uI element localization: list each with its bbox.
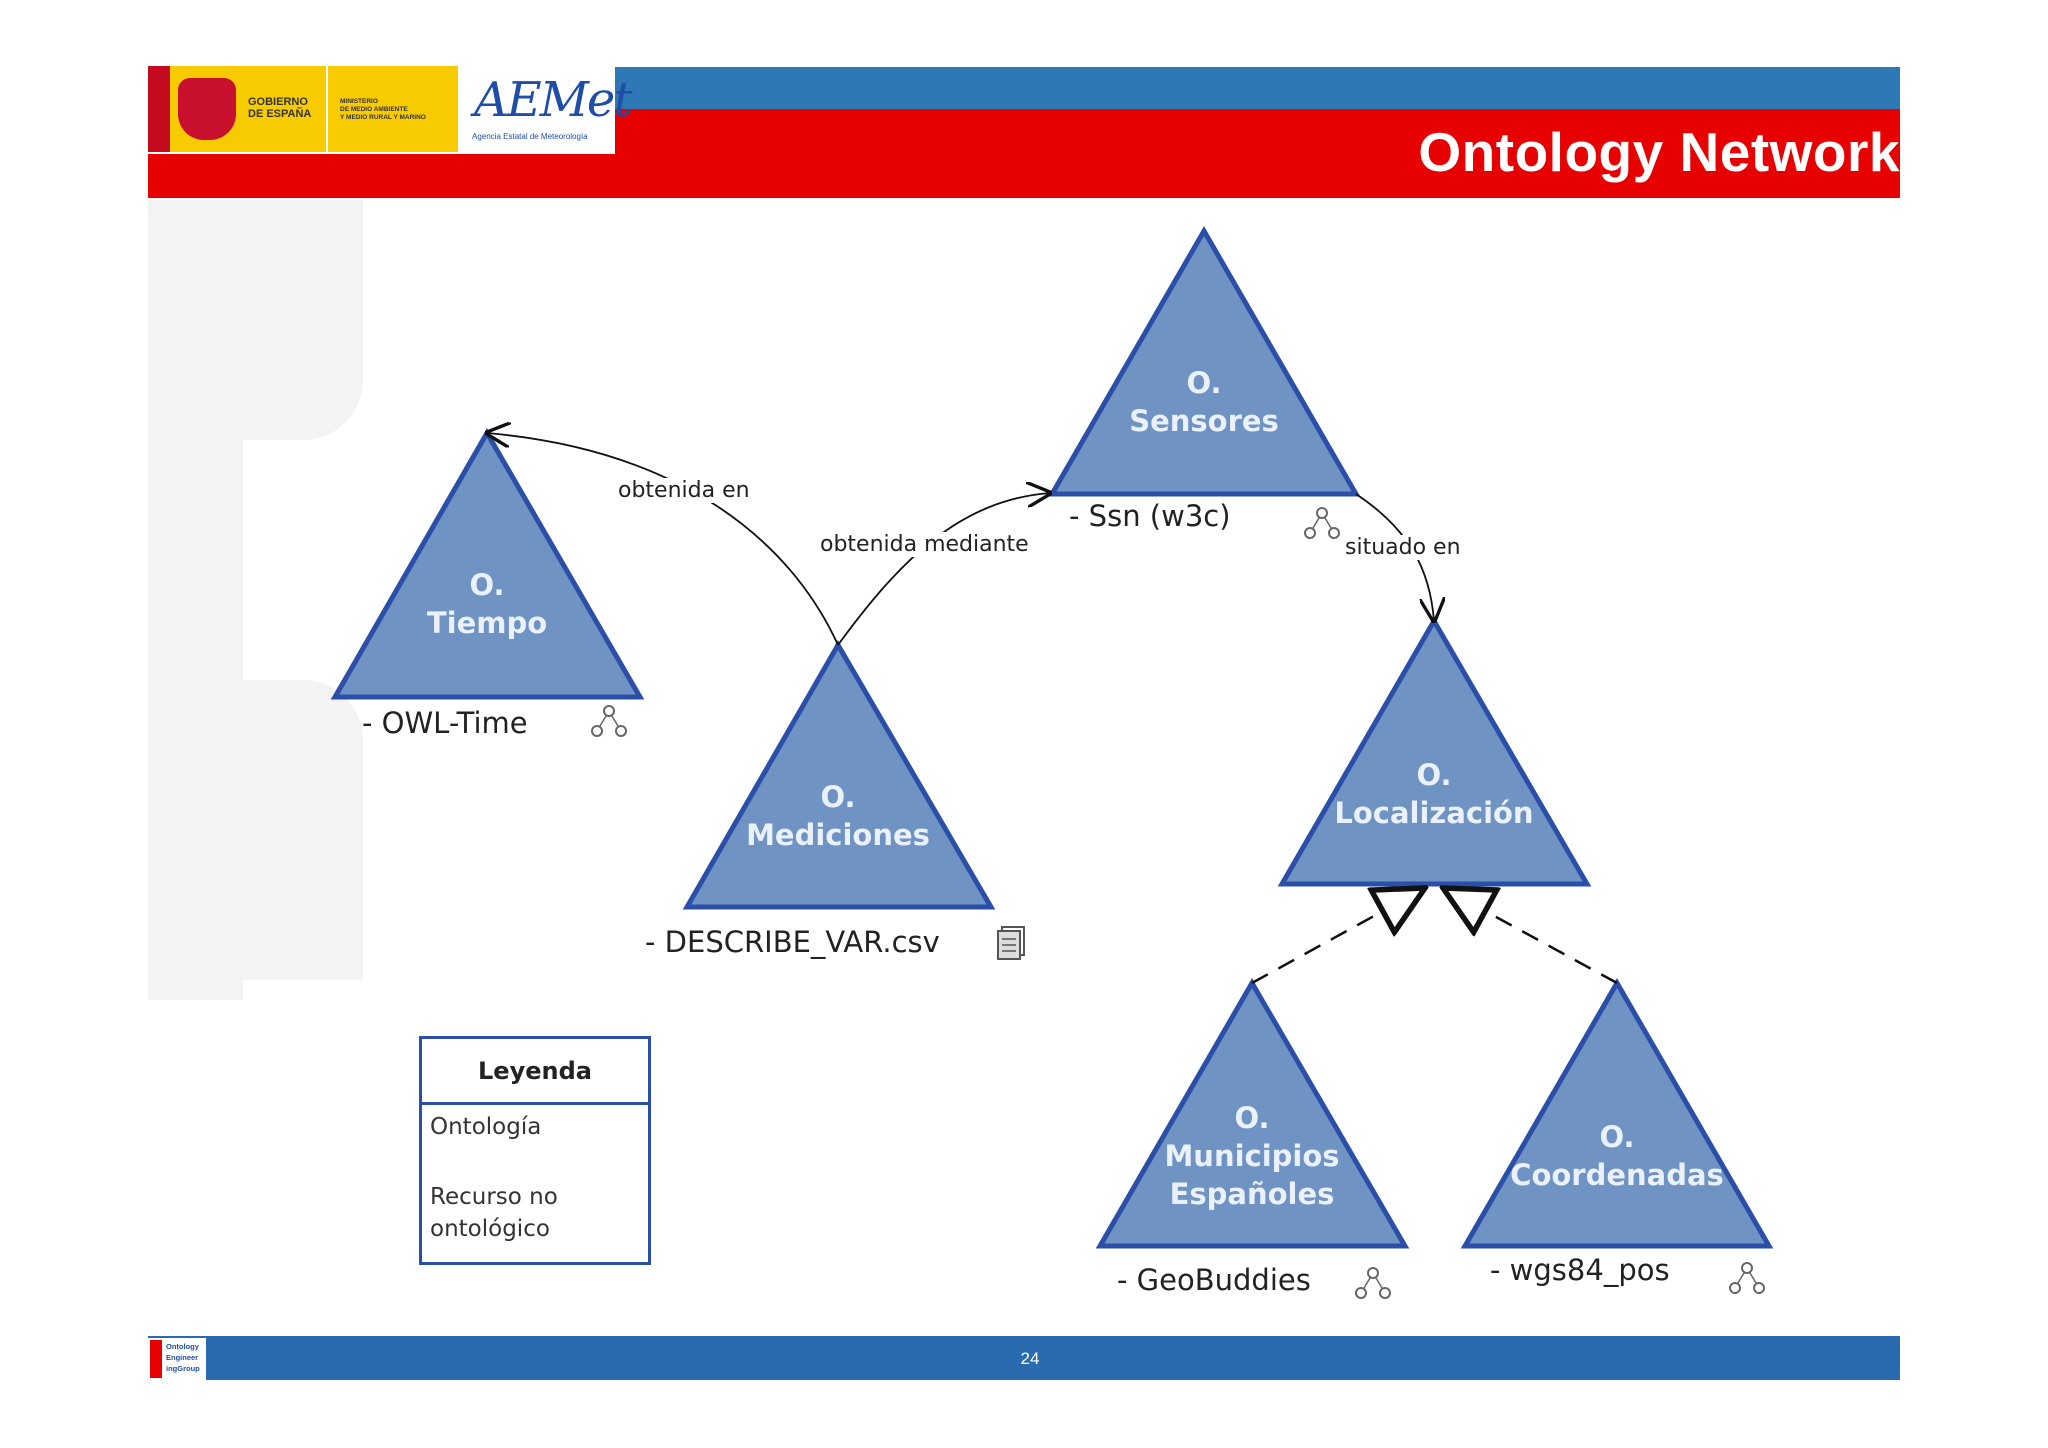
triangle-tiempo (330, 428, 645, 700)
gobierno-text: GOBIERNO DE ESPAÑA (248, 96, 312, 120)
footer-bar (148, 1336, 1900, 1380)
resource-label-tiempo: - OWL-Time (362, 706, 528, 740)
legend-title: Leyenda (422, 1039, 648, 1105)
node-label-tiempo: O.Tiempo (426, 568, 548, 640)
oeg-line-3: ingGroup (166, 1364, 200, 1373)
resource-label-municipios: - GeoBuddies (1117, 1263, 1311, 1297)
ontology-icon (1729, 1262, 1765, 1294)
triangle-municipios (1095, 978, 1410, 1249)
ministerio-text: MINISTERIO DE MEDIO AMBIENTE Y MEDIO RUR… (340, 98, 426, 121)
document-icon (997, 926, 1025, 960)
edge-label-obtenida-mediante: obtenida mediante (818, 532, 1031, 557)
edge-label-obtenida-en: obtenida en (616, 478, 752, 503)
ontology-icon (591, 705, 627, 737)
triangle-sensores (1047, 226, 1361, 497)
spain-flag-stripe (148, 66, 170, 152)
watermark-shape (243, 200, 363, 440)
edge-obtenida-mediante (837, 493, 1050, 646)
aemet-logo-text: AEMet (474, 72, 633, 128)
oeg-logo: Ontology Engineer ingGroup (148, 1338, 206, 1380)
edge-obtenida-en (487, 433, 839, 646)
oeg-line-1: Ontology (166, 1342, 199, 1351)
triangle-mediciones (682, 640, 996, 910)
node-label-mediciones: O.Mediciones (746, 780, 930, 852)
watermark-column (148, 200, 243, 1000)
oeg-line-2: Engineer (166, 1353, 199, 1362)
resource-label-mediciones: - DESCRIBE_VAR.csv (645, 925, 940, 959)
node-label-localizacion: O.Localización (1334, 758, 1534, 830)
oeg-logo-mark (150, 1340, 162, 1378)
aemet-logo: AEMet Agencia Estatal de Meteorología (470, 72, 633, 146)
triangle-coordenadas (1460, 978, 1774, 1249)
node-label-coordenadas: O.Coordenadas (1510, 1120, 1724, 1192)
legend-item-ontologia: Ontología (430, 1114, 542, 1140)
legend-item-recurso: Recurso no ontológico (430, 1184, 558, 1242)
edge-municipios-inherits (1251, 888, 1425, 985)
logo-divider (326, 66, 328, 152)
resource-label-sensores: - Ssn (w3c) (1069, 499, 1231, 533)
edge-label-situado-en: situado en (1343, 535, 1463, 560)
triangle-localizacion (1277, 616, 1592, 887)
page-number: 24 (1020, 1349, 1040, 1368)
aemet-caption: Agencia Estatal de Meteorología (472, 132, 588, 141)
node-label-sensores: O.Sensores (1129, 366, 1279, 438)
ontology-icon (1304, 507, 1340, 539)
edge-coordenadas-inherits (1443, 888, 1618, 985)
page-title: Ontology Network (1418, 121, 1900, 183)
legend-box: Leyenda Ontología Recurso no ontológico (419, 1036, 651, 1265)
coat-of-arms-icon (178, 78, 236, 140)
watermark-shape (243, 680, 363, 980)
gobierno-logo: GOBIERNO DE ESPAÑA MINISTERIO DE MEDIO A… (148, 66, 458, 152)
resource-label-coordenadas: - wgs84_pos (1490, 1253, 1670, 1287)
ontology-icon (1355, 1267, 1391, 1299)
